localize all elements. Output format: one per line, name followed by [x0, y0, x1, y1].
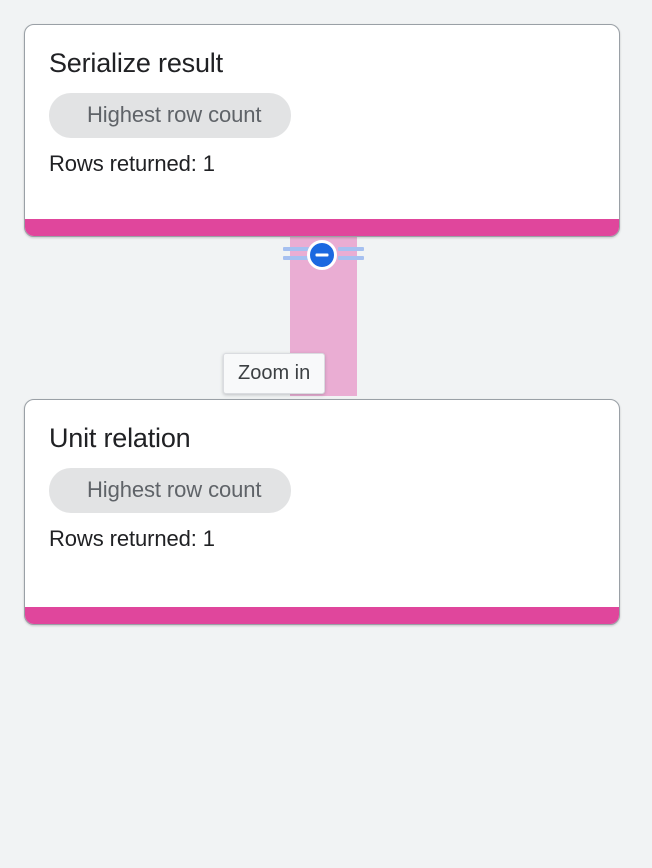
node-chip-highest-row-count: Highest row count — [49, 93, 292, 138]
node-title: Serialize result — [49, 48, 223, 78]
collapse-rail-left-icon — [283, 246, 309, 264]
collapse-control[interactable] — [283, 240, 364, 270]
node-card-body: Unit relation Highest row count Rows ret… — [25, 400, 619, 552]
node-accent-bar — [25, 607, 619, 624]
node-accent-bar — [25, 219, 619, 236]
node-card-unit-relation[interactable]: Unit relation Highest row count Rows ret… — [24, 399, 620, 625]
node-rows-returned: Rows returned: 1 — [49, 526, 215, 551]
node-rows-returned: Rows returned: 1 — [49, 151, 215, 176]
node-card-body: Serialize result Highest row count Rows … — [25, 25, 619, 177]
zoom-in-tooltip: Zoom in — [223, 353, 326, 394]
minus-glyph — [315, 253, 329, 257]
node-chip-highest-row-count: Highest row count — [49, 468, 292, 513]
minus-circle-icon[interactable] — [307, 240, 337, 270]
node-title: Unit relation — [49, 423, 191, 453]
node-card-serialize-result[interactable]: Serialize result Highest row count Rows … — [24, 24, 620, 237]
collapse-rail-right-icon — [338, 246, 364, 264]
